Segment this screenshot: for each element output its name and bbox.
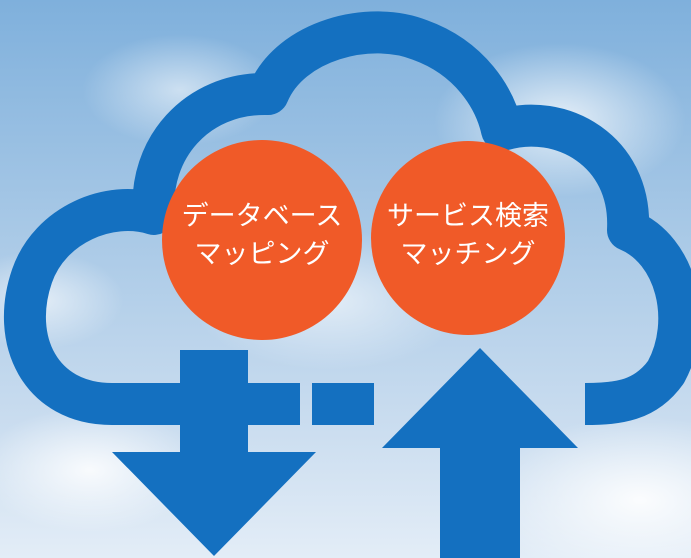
upload-arrow-icon [382, 348, 578, 558]
service-search-line2: マッチング [400, 239, 536, 270]
database-mapping-line1: データベース [181, 201, 343, 232]
service-search-label: サービス検索 マッチング [370, 198, 566, 274]
service-search-line1: サービス検索 [387, 201, 549, 232]
database-mapping-label: データベース マッピング [162, 198, 362, 274]
service-search-circle [371, 141, 565, 335]
cloud-gap-bar [312, 383, 374, 425]
download-arrow-icon [112, 350, 316, 556]
database-mapping-line2: マッピング [194, 239, 330, 270]
cloud-icon [3, 11, 691, 425]
database-mapping-circle [162, 140, 362, 340]
